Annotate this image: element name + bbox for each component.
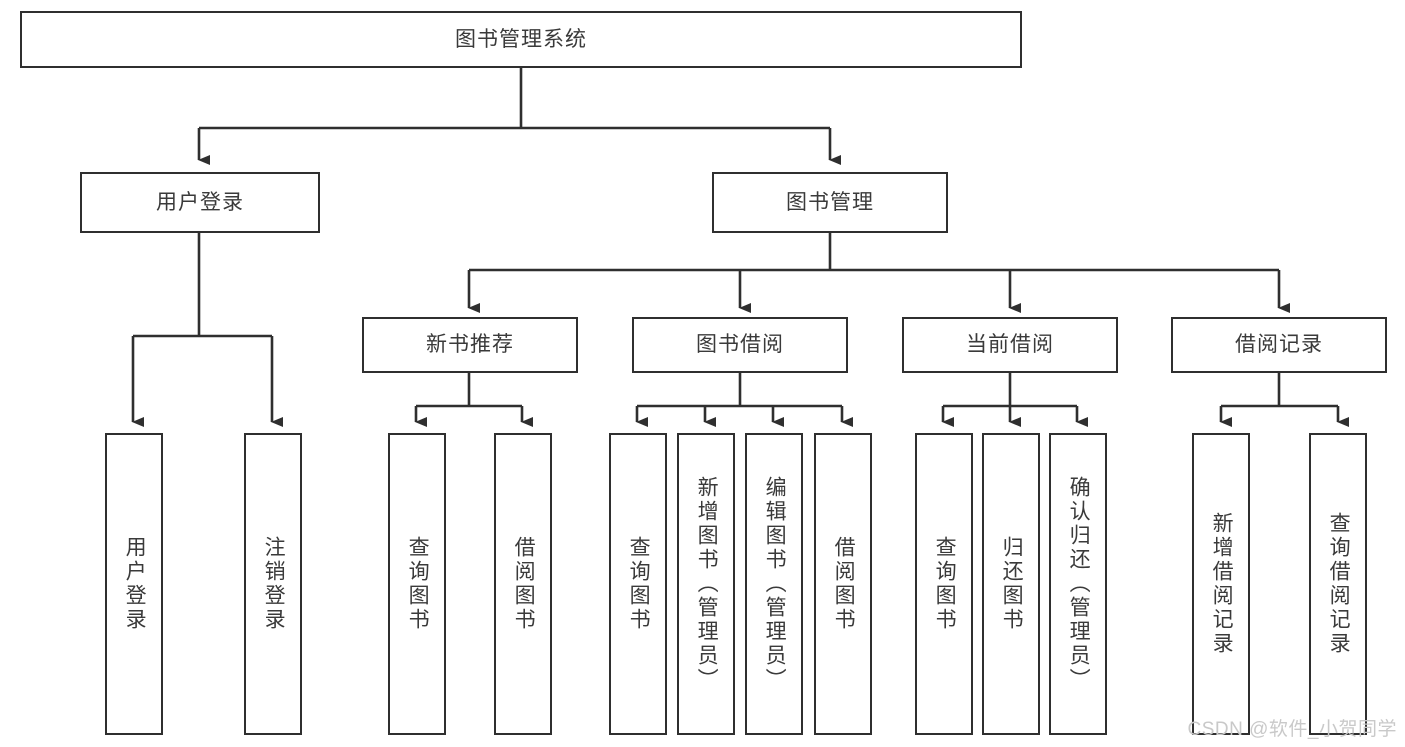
node-current-borrow[interactable]: 当前借阅 (902, 317, 1118, 373)
node-label: 新增借阅记录 (1210, 512, 1234, 656)
node-leaf-return-book[interactable]: 归还图书 (982, 433, 1040, 735)
node-label: 借阅图书 (512, 536, 536, 632)
node-label: 借阅记录 (1235, 333, 1323, 357)
node-new-book-recommend[interactable]: 新书推荐 (362, 317, 578, 373)
node-leaf-add-record[interactable]: 新增借阅记录 (1192, 433, 1250, 735)
node-leaf-borrow-book-2[interactable]: 借阅图书 (814, 433, 872, 735)
node-label: 借阅图书 (832, 536, 856, 632)
node-leaf-query-book-1[interactable]: 查询图书 (388, 433, 446, 735)
node-borrow-record[interactable]: 借阅记录 (1171, 317, 1387, 373)
node-label: 确认归还（管理员） (1067, 476, 1091, 692)
node-leaf-query-book-3[interactable]: 查询图书 (915, 433, 973, 735)
node-label: 图书借阅 (696, 333, 784, 357)
node-label: 编辑图书（管理员） (763, 476, 787, 692)
node-user-login[interactable]: 用户登录 (80, 172, 320, 233)
node-leaf-confirm-return[interactable]: 确认归还（管理员） (1049, 433, 1107, 735)
node-leaf-logout[interactable]: 注销登录 (244, 433, 302, 735)
node-label: 查询图书 (933, 536, 957, 632)
node-label: 图书管理 (786, 190, 874, 214)
node-book-management[interactable]: 图书管理 (712, 172, 948, 233)
node-label: 查询图书 (627, 536, 651, 632)
node-label: 用户登录 (123, 536, 147, 632)
node-label: 新增图书（管理员） (695, 476, 719, 692)
node-leaf-edit-book[interactable]: 编辑图书（管理员） (745, 433, 803, 735)
node-label: 查询图书 (406, 536, 430, 632)
node-label: 新书推荐 (426, 333, 514, 357)
node-label: 注销登录 (262, 536, 286, 632)
node-label: 查询借阅记录 (1327, 512, 1351, 656)
node-root-system[interactable]: 图书管理系统 (20, 11, 1022, 68)
node-label: 用户登录 (156, 190, 244, 214)
node-leaf-borrow-book-1[interactable]: 借阅图书 (494, 433, 552, 735)
node-leaf-add-book[interactable]: 新增图书（管理员） (677, 433, 735, 735)
node-label: 当前借阅 (966, 333, 1054, 357)
node-label: 图书管理系统 (455, 27, 587, 51)
node-leaf-user-login[interactable]: 用户登录 (105, 433, 163, 735)
node-label: 归还图书 (1000, 536, 1024, 632)
node-leaf-query-record[interactable]: 查询借阅记录 (1309, 433, 1367, 735)
watermark-text: CSDN @软件_小贺同学 (1187, 719, 1397, 740)
node-book-borrow[interactable]: 图书借阅 (632, 317, 848, 373)
node-leaf-query-book-2[interactable]: 查询图书 (609, 433, 667, 735)
